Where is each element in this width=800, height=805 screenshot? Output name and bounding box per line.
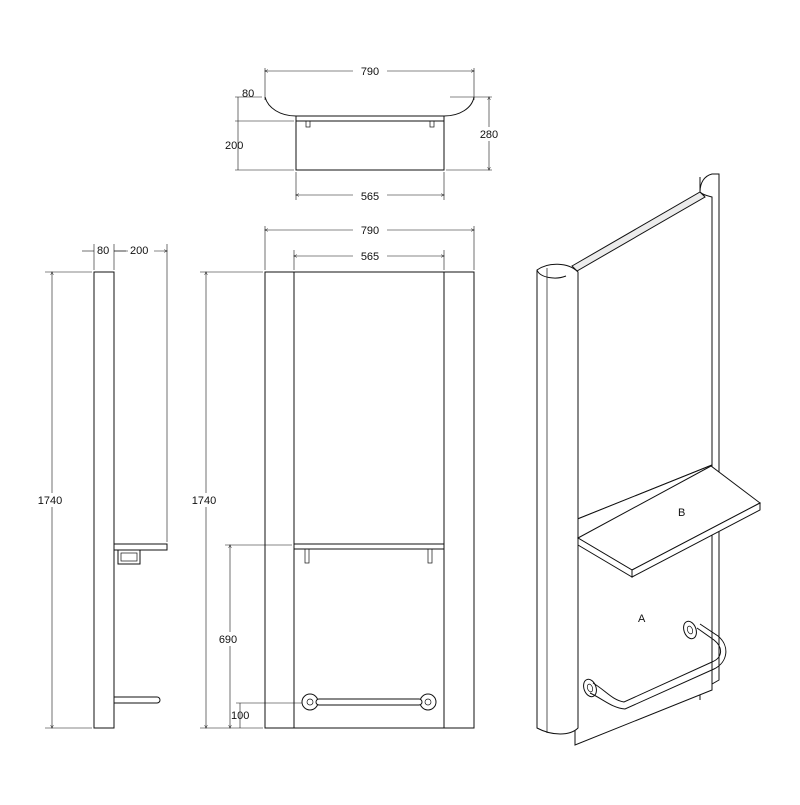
dim-top-565: 565 [361, 191, 379, 203]
dim-side-1740: 1740 [38, 495, 62, 507]
perspective-shelf-b [576, 465, 761, 578]
perspective-left-column [536, 263, 579, 735]
dim-front-100: 100 [231, 710, 249, 722]
dim-top-790: 790 [361, 66, 379, 78]
perspective-label-b: B [678, 507, 685, 519]
front-view-shelf [293, 543, 445, 550]
front-view-rail [301, 693, 437, 711]
front-view: 790 565 1740 690 100 [186, 223, 475, 729]
dim-front-1740: 1740 [192, 495, 216, 507]
dim-front-790: 790 [361, 225, 379, 237]
dim-top-280: 280 [480, 129, 498, 141]
perspective-label-a: A [638, 613, 646, 625]
top-view-profile [264, 96, 475, 117]
perspective-panel-a [574, 194, 713, 521]
dim-side-200: 200 [130, 245, 148, 257]
side-view-bracket [117, 549, 141, 565]
dim-top-80: 80 [242, 88, 254, 100]
top-view-shelf [295, 115, 445, 171]
perspective-view: B A [536, 173, 761, 746]
dim-front-690: 690 [219, 634, 237, 646]
dim-top-200: 200 [225, 140, 243, 152]
top-view: 790 80 200 280 565 [225, 64, 500, 203]
perspective-rail [583, 620, 727, 710]
front-view-outline [264, 271, 475, 729]
dim-side-80: 80 [97, 245, 109, 257]
dim-front-565: 565 [361, 251, 379, 263]
side-view-panel [93, 271, 115, 729]
side-view: 1740 80 200 [32, 244, 168, 729]
perspective-right-edge [699, 173, 720, 685]
